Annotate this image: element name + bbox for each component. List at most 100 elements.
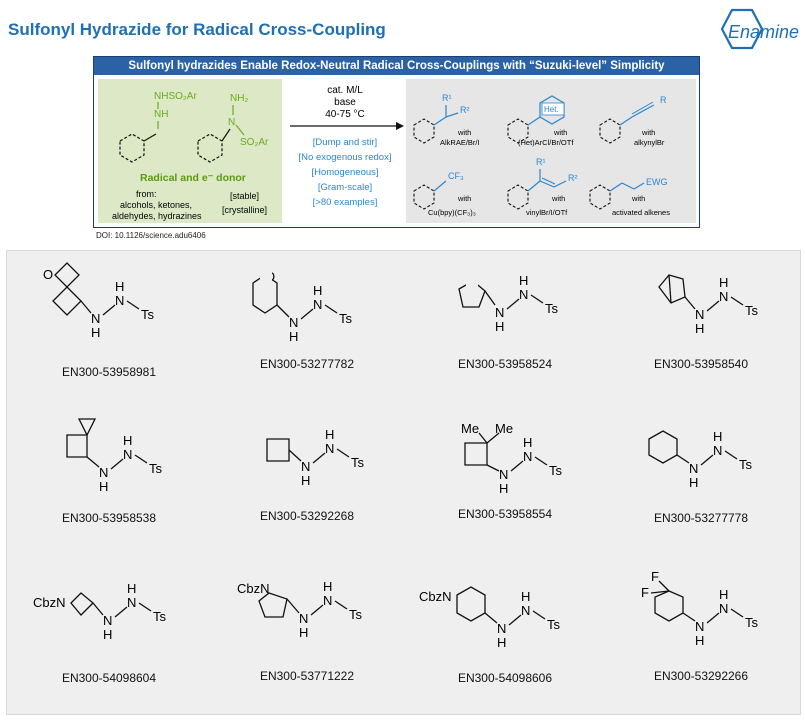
bond: [288, 449, 302, 462]
product-cf3: CF₃: [448, 171, 464, 181]
compound-card[interactable]: F F N H N H Ts EN300-53292266: [611, 567, 791, 707]
bond: [433, 180, 447, 192]
triple-bond: [631, 101, 654, 115]
reagent-panel: NH NHSO₂Ar N NH₂ SO₂Ar Radical and e⁻ do…: [98, 79, 282, 223]
bond: [310, 604, 324, 616]
compound-card[interactable]: O N H N H Ts EN300-53277782: [217, 257, 397, 397]
compound-grid: O N H N H Ts EN300-53958981 O N H N H Ts: [6, 250, 801, 715]
structure-diagram: O N H N H Ts: [252, 269, 353, 344]
bond: [530, 294, 544, 304]
n-label: N: [228, 117, 235, 128]
compound-card[interactable]: O N H N H Ts EN300-53958981: [19, 257, 199, 397]
bond: [706, 612, 720, 624]
atom-label: Ts: [739, 457, 753, 472]
atom-label: H: [299, 625, 308, 640]
cyclohexane-ring-2: [197, 133, 223, 163]
product-ring: [507, 184, 529, 210]
atom-label: N: [103, 613, 112, 628]
atom-label: N: [301, 459, 310, 474]
catalog-number: EN300-53958981: [61, 365, 157, 379]
summary-banner: Sulfonyl hydrazides Enable Redox-Neutral…: [93, 56, 700, 228]
atom-label: H: [127, 581, 136, 596]
atom-label: N: [695, 619, 704, 634]
compound-card[interactable]: N H N H Ts EN300-53277778: [611, 409, 791, 549]
bond: [527, 180, 541, 192]
bond: [553, 180, 567, 188]
structure-diagram: CbzN N H N H Ts: [419, 586, 561, 650]
atom-label: H: [99, 479, 108, 494]
bond: [684, 296, 696, 310]
enamine-logo: Enamine: [720, 8, 799, 50]
atom-label: N: [519, 287, 528, 302]
bond: [633, 182, 645, 190]
atom-label: F: [651, 569, 659, 584]
feature-5: [>80 examples]: [313, 197, 378, 208]
bond: [433, 116, 447, 126]
product-with: with: [641, 128, 655, 137]
bond: [235, 124, 245, 136]
compound-card[interactable]: CbzN N H N H Ts EN300-54098606: [415, 567, 595, 707]
product-with: with: [553, 128, 567, 137]
from-line-1: from:: [136, 189, 157, 199]
atom-label: N: [713, 443, 722, 458]
compound-card[interactable]: N H N H Ts EN300-53958538: [19, 409, 199, 549]
atom-label: Ts: [153, 609, 167, 624]
atom-label: H: [323, 579, 332, 594]
catalog-number: EN300-53958554: [457, 507, 553, 521]
feature-3: [Homogeneous]: [311, 167, 378, 178]
catalog-number: EN300-53958538: [61, 511, 157, 525]
atom-label: Ts: [339, 311, 353, 326]
bond: [730, 296, 744, 306]
atom-label: H: [695, 633, 704, 648]
atom-label: H: [689, 475, 698, 490]
catalog-number: EN300-53958540: [653, 357, 749, 371]
compound-card[interactable]: N H N H Ts EN300-53292268: [217, 409, 397, 549]
product-ewg: EWG: [646, 177, 668, 187]
atom-label: CbzN: [419, 589, 452, 604]
atom-label: N: [91, 311, 100, 326]
compound-card[interactable]: O N H N H Ts EN300-53958524: [415, 257, 595, 397]
cyclohexane-ring: [648, 430, 678, 464]
catalog-number: EN300-54098606: [457, 671, 553, 685]
azetidine-ring: [70, 592, 94, 616]
compound-card[interactable]: CbzN N H N H Ts EN300-54098604: [19, 567, 199, 707]
structure-diagram: N H N H Ts: [66, 418, 163, 494]
bond: [510, 460, 524, 472]
cyclobutane-ring: [266, 438, 290, 462]
structure-diagram: N H N H Ts: [266, 427, 365, 488]
structure-diagram: CbzN N H N H Ts: [33, 581, 167, 642]
atom-label: Ts: [545, 301, 559, 316]
arrow-head-icon: [396, 122, 404, 130]
atom-label: N: [521, 603, 530, 618]
structure-diagram: N H N H Ts: [648, 429, 753, 490]
atom-label: H: [523, 435, 532, 450]
piperidine-ring: [456, 586, 486, 622]
bond: [534, 456, 548, 466]
doi-reference: DOI: 10.1126/science.adu6406: [96, 231, 206, 240]
compound-card[interactable]: N H N H Ts EN300-53958540: [611, 257, 791, 397]
bond: [134, 454, 148, 464]
bond: [486, 432, 500, 444]
compound-card[interactable]: CbzN N H N H Ts EN300-53771222: [217, 567, 397, 707]
atom-label: H: [719, 275, 728, 290]
atom-label: N: [99, 465, 108, 480]
product-with: with: [631, 194, 645, 203]
product-ring: [589, 184, 611, 210]
atom-label: H: [499, 481, 508, 496]
bond: [619, 116, 633, 126]
bridge-bond: [668, 274, 672, 304]
prop-stable: [stable]: [230, 191, 259, 201]
bond: [445, 112, 459, 118]
product-structures: R¹ R² with AlkRAE/Br/I Het. with (Het)Ar…: [413, 93, 670, 217]
structure-diagram: O N H N H Ts: [458, 273, 559, 334]
bond: [730, 608, 744, 618]
atom-label: H: [495, 319, 504, 334]
bond: [324, 304, 338, 314]
atom-label: Ts: [745, 615, 759, 630]
atom-label: H: [313, 283, 322, 298]
compound-card[interactable]: Me Me N H N H Ts EN300-53958554: [415, 409, 595, 549]
bond: [80, 300, 92, 314]
bond: [92, 602, 104, 616]
atom-label: N: [127, 595, 136, 610]
bond: [621, 182, 635, 190]
